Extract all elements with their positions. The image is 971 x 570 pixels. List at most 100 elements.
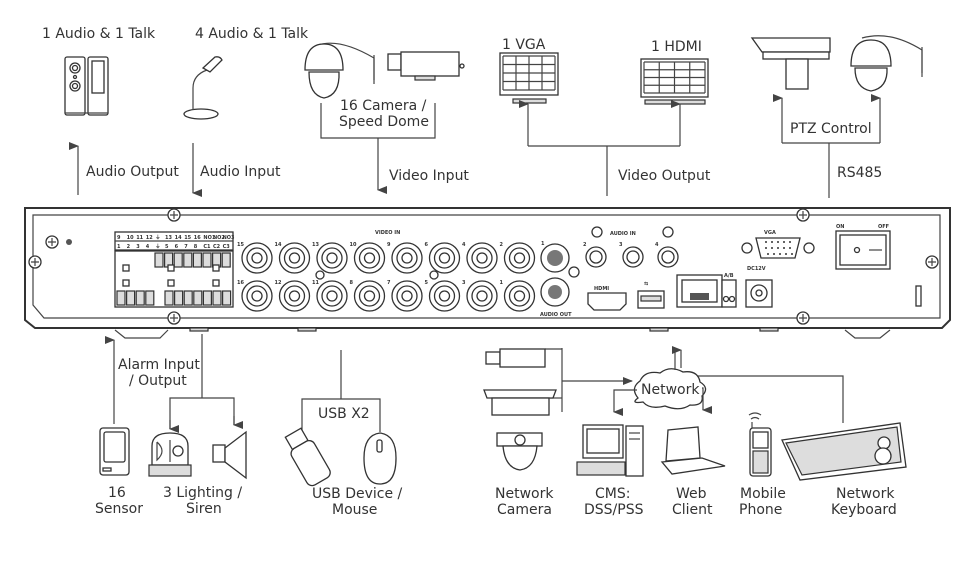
alarm-pin-label: 2 — [127, 244, 131, 250]
svg-text:1: 1 — [541, 241, 545, 247]
svg-text:DC12V: DC12V — [747, 266, 766, 272]
speaker-icon — [64, 56, 109, 116]
hdmi-monitor-icon — [640, 58, 709, 105]
mobile-phone-label-2: Phone — [739, 502, 782, 518]
bnc-connector-11: 11 — [312, 280, 348, 312]
box-camera-icon — [387, 51, 465, 81]
terminal-pin — [174, 290, 184, 306]
bnc-connector-9: 9 — [387, 242, 423, 274]
alarm-pin-label: 4 — [146, 244, 150, 250]
usb-device-label-1: USB Device / — [312, 486, 403, 502]
alarm-pin-label: 10 — [127, 235, 134, 241]
audio-input-count-label: 4 Audio & 1 Talk — [195, 26, 309, 42]
screw-icon — [167, 311, 181, 325]
power-port: DC12V — [745, 266, 773, 308]
alarm-pin-label: 3 — [136, 244, 140, 250]
screw-icon — [45, 235, 59, 249]
screw-icon — [925, 255, 939, 269]
alarm-pin-label: C1 — [203, 244, 211, 250]
alarm-pin-label: 11 — [136, 235, 143, 241]
ptz-camera-icon — [750, 37, 831, 90]
terminal-pin — [202, 252, 212, 268]
screw-icon — [28, 255, 42, 269]
bnc-connector-15: 15 — [237, 242, 273, 274]
alarm-pin-label: C2 — [213, 244, 221, 250]
svg-text:3: 3 — [619, 242, 623, 248]
mobile-phone-label-1: Mobile — [740, 486, 786, 502]
vga-monitor-icon — [499, 52, 559, 104]
laptop-icon — [660, 426, 726, 475]
alarm-sensor-icon — [99, 427, 130, 476]
lan-port — [676, 274, 723, 308]
svg-text:A/B: A/B — [724, 273, 734, 279]
svg-text:7: 7 — [387, 280, 391, 286]
audio-output-count-label: 1 Audio & 1 Talk — [42, 26, 156, 42]
svg-text:2: 2 — [583, 242, 587, 248]
svg-text:OFF: OFF — [878, 224, 889, 230]
siren-icon — [212, 430, 247, 480]
alarm-pin-label: C3 — [223, 244, 231, 250]
svg-text:1: 1 — [500, 280, 504, 286]
alarm-pin-label: 7 — [184, 244, 188, 250]
camera-count-label-2: Speed Dome — [339, 114, 429, 130]
bnc-connector-2: 2 — [500, 242, 536, 274]
terminal-pin — [192, 252, 202, 268]
svg-text:6: 6 — [425, 242, 429, 248]
screw-icon — [429, 270, 439, 280]
alarm-pin-label: NO2 — [213, 235, 225, 241]
terminal-pin — [183, 252, 193, 268]
bnc-connector-14: 14 — [275, 242, 311, 274]
svg-text:15: 15 — [237, 242, 244, 248]
terminal-pin — [212, 290, 222, 306]
screw-icon — [796, 311, 810, 325]
network-keyboard-icon — [781, 422, 907, 481]
lighting-label-1: 3 Lighting / — [163, 485, 242, 501]
network-camera-icon — [483, 348, 557, 471]
vga-port: VGA — [741, 230, 815, 259]
alarm-output-bracket — [169, 397, 235, 429]
camera-count-label-1: 16 Camera / — [340, 98, 427, 114]
svg-text:13: 13 — [312, 242, 319, 248]
svg-text:16: 16 — [237, 280, 244, 286]
screw-icon — [315, 270, 325, 280]
bnc-connector-1: 1 — [500, 280, 536, 312]
alarm-pin-label: ⏚ — [155, 243, 160, 250]
alarm-pin-label: 12 — [146, 235, 153, 241]
svg-text:12: 12 — [275, 280, 282, 286]
terminal-pin — [183, 290, 193, 306]
svg-text:⇆: ⇆ — [644, 281, 648, 287]
alarm-pin-label: NO3 — [223, 235, 235, 241]
terminal-pin — [193, 290, 203, 306]
alarm-label-2: / Output — [129, 373, 187, 389]
terminal-pin — [202, 290, 212, 306]
svg-text:4: 4 — [655, 242, 659, 248]
alarm-pin-label: 9 — [117, 235, 121, 241]
video-input-label: Video Input — [389, 168, 469, 184]
svg-text:9: 9 — [387, 242, 391, 248]
video-in-label: VIDEO IN — [375, 230, 400, 236]
terminal-pin — [222, 290, 232, 306]
audio-connectors: 1 AUDIO OUT 2 AUDIO IN 3 4 — [540, 226, 679, 318]
power-switch[interactable]: ON OFF — [835, 224, 891, 270]
alarm-pin-label: NO1 — [203, 235, 215, 241]
svg-text:HDMI: HDMI — [594, 286, 609, 292]
svg-text:ON: ON — [836, 224, 844, 230]
mobile-phone-icon — [748, 412, 772, 477]
bnc-connector-16: 16 — [237, 280, 273, 312]
screw-icon — [796, 208, 810, 222]
svg-text:5: 5 — [425, 280, 429, 286]
hdmi-port: HDMI — [587, 286, 627, 311]
svg-text:4: 4 — [462, 242, 466, 248]
computer-icon — [576, 424, 644, 477]
terminal-pin — [164, 290, 174, 306]
audio-output-label: Audio Output — [86, 164, 179, 180]
terminal-pin — [116, 290, 126, 306]
sensor-label-2: Sensor — [95, 501, 143, 517]
vga-count-label: 1 VGA — [502, 37, 546, 53]
network-label: Network — [641, 382, 700, 398]
keyboard-line — [698, 375, 844, 423]
alarm-label-1: Alarm Input — [118, 357, 200, 373]
svg-text:VGA: VGA — [764, 230, 776, 236]
